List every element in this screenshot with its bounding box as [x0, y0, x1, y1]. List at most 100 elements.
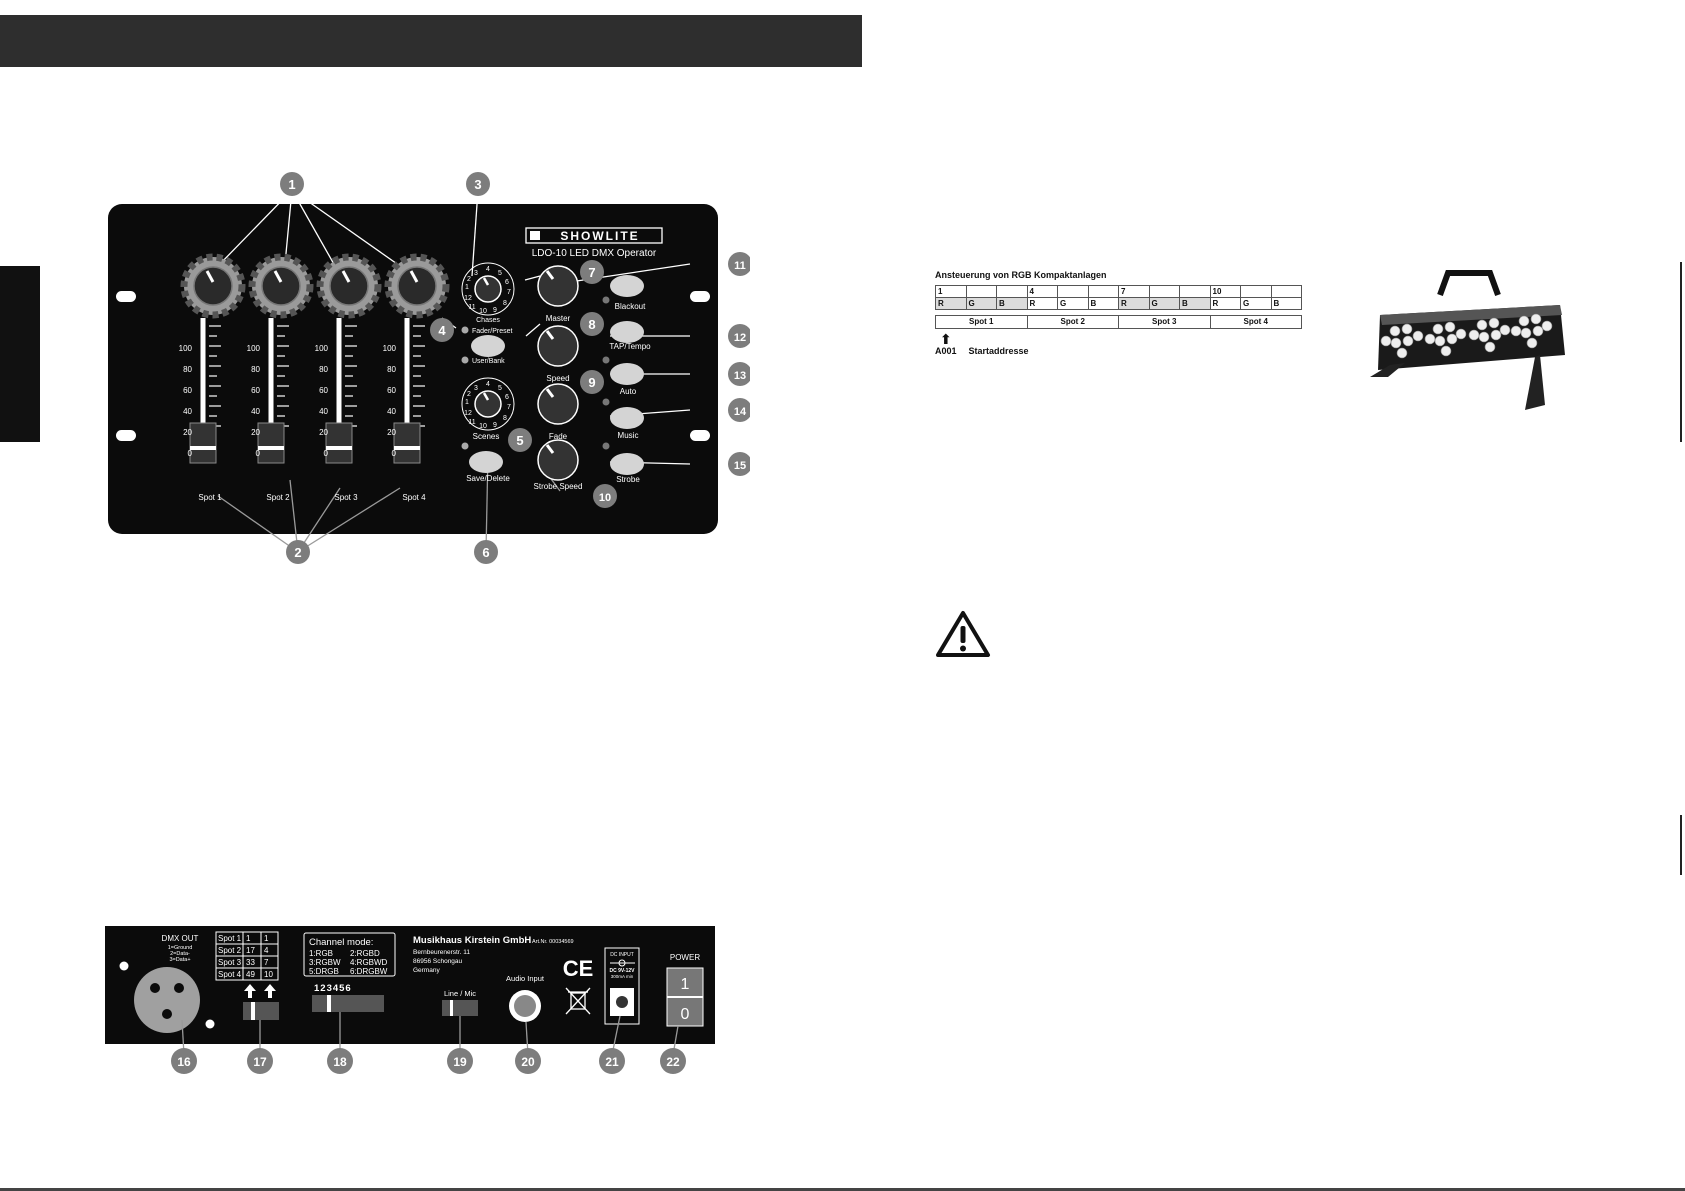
- channel-cell: [997, 286, 1028, 298]
- svg-text:86956 Schongau: 86956 Schongau: [413, 958, 463, 965]
- channel-cell: 10: [1210, 286, 1241, 298]
- blackout-button[interactable]: [610, 275, 644, 297]
- scale-label: 0: [324, 449, 329, 458]
- spot-cell: Spot 1: [936, 316, 1028, 329]
- svg-text:Germany: Germany: [413, 967, 440, 974]
- svg-text:Spot 1: Spot 1: [218, 934, 242, 943]
- scale-label: 60: [183, 386, 192, 395]
- channel-mode-box: [303, 932, 396, 977]
- fader-spot-3[interactable]: [325, 318, 357, 464]
- user-bank-label: User/Bank: [472, 358, 505, 365]
- dmx-out-label: DMX OUT: [162, 934, 199, 943]
- callout-21: 21: [605, 1055, 619, 1069]
- svg-text:17: 17: [246, 946, 255, 955]
- scenes-label: Scenes: [473, 432, 500, 441]
- scale-label: 20: [387, 428, 396, 437]
- save-delete-label: Save/Delete: [466, 474, 510, 483]
- power-switch[interactable]: 1 0: [666, 967, 704, 1027]
- page-edge-line: [1680, 815, 1682, 875]
- color-cell: R: [1119, 298, 1150, 310]
- spot-knob-2[interactable]: [252, 257, 310, 315]
- svg-text:9: 9: [493, 422, 497, 429]
- rgb-table-title: Ansteuerung von RGB Kompaktanlagen: [935, 270, 1107, 280]
- scale-label: 80: [251, 365, 260, 374]
- spot-mode-switch[interactable]: [243, 1002, 279, 1020]
- page-edge-line: [1680, 262, 1682, 442]
- fader-spot-4[interactable]: [393, 318, 425, 464]
- strobe-speed-knob[interactable]: [536, 438, 580, 482]
- svg-text:3=Data+: 3=Data+: [169, 957, 190, 963]
- up-arrow-icon: ⬆: [940, 331, 952, 347]
- dc-input-jack[interactable]: [610, 988, 634, 1016]
- callout-17: 17: [253, 1055, 267, 1069]
- music-button[interactable]: [610, 407, 644, 429]
- auto-led: [602, 356, 610, 364]
- rear-panel-svg: DMX OUT 1=Ground 2=Data- 3=Data+ Spot 1 1…: [105, 926, 715, 1074]
- channel-cell: 4: [1027, 286, 1058, 298]
- channel-cell: [1088, 286, 1119, 298]
- speed-knob[interactable]: [536, 324, 580, 368]
- scale-label: 80: [319, 365, 328, 374]
- scale-label: 0: [392, 449, 397, 458]
- svg-text:Bernbeurenerstr. 11: Bernbeurenerstr. 11: [413, 949, 470, 956]
- scale-label: 80: [387, 365, 396, 374]
- spot-cell: Spot 2: [1027, 316, 1119, 329]
- rear-panel-figure: DMX OUT 1=Ground 2=Data- 3=Data+ Spot 1 1…: [100, 920, 740, 1095]
- scale-label: 0: [256, 449, 261, 458]
- spot-label-4: Spot 4: [402, 493, 426, 502]
- color-cell: R: [1210, 298, 1241, 310]
- dc-input-box: [604, 947, 640, 1025]
- scale-label: 100: [179, 344, 193, 353]
- master-knob[interactable]: [536, 264, 580, 308]
- channel-cell: [966, 286, 997, 298]
- start-address-label: Startaddresse: [968, 346, 1029, 356]
- scale-label: 60: [251, 386, 260, 395]
- scale-label: 40: [183, 407, 192, 416]
- channel-cell: [1271, 286, 1302, 298]
- fader-preset-user-bank-button[interactable]: [471, 335, 505, 357]
- audio-input-jack[interactable]: [509, 990, 541, 1022]
- svg-text:8: 8: [503, 415, 507, 422]
- svg-text:1: 1: [264, 934, 269, 943]
- scene-dial[interactable]: 3 4 5 6 7 8 9 10 11 12 1 2: [461, 377, 515, 431]
- svg-text:2: 2: [467, 391, 471, 398]
- channel-cell: 7: [1119, 286, 1150, 298]
- channel-cell: 1: [936, 286, 967, 298]
- channel-mode-title: Channel mode:: [309, 937, 373, 948]
- fader-spot-2[interactable]: [257, 318, 289, 464]
- dmx-out-connector[interactable]: [134, 967, 200, 1033]
- svg-text:1=Ground: 1=Ground: [168, 945, 193, 951]
- fade-label: Fade: [549, 432, 568, 441]
- chase-dial[interactable]: 3 4 5 6 7 8 9 10 11 12 1 2: [461, 262, 515, 316]
- svg-text:7: 7: [507, 289, 511, 296]
- callout-3: 3: [474, 177, 481, 192]
- speed-label: Speed: [546, 374, 569, 383]
- scale-label: 20: [183, 428, 192, 437]
- strobe-label: Strobe: [616, 475, 640, 484]
- svg-text:1: 1: [465, 284, 469, 291]
- channel-mode-dip-switch[interactable]: [312, 995, 384, 1012]
- callout-9: 9: [588, 375, 595, 390]
- spot-knob-4[interactable]: [388, 257, 446, 315]
- scale-label: 40: [251, 407, 260, 416]
- spot-cell: Spot 4: [1210, 316, 1302, 329]
- save-delete-button[interactable]: [469, 451, 503, 473]
- line-mic-switch[interactable]: [442, 1000, 478, 1016]
- svg-text:49: 49: [246, 970, 255, 979]
- svg-text:2=Data-: 2=Data-: [170, 951, 190, 957]
- side-tab: [0, 266, 40, 442]
- color-cell: G: [1149, 298, 1180, 310]
- fade-knob[interactable]: [536, 382, 580, 426]
- color-cell: B: [997, 298, 1028, 310]
- svg-text:1:RGB: 1:RGB: [309, 949, 333, 958]
- svg-text:11: 11: [468, 304, 475, 311]
- tap-tempo-button[interactable]: [610, 321, 644, 343]
- spot-knob-1[interactable]: [184, 257, 242, 315]
- svg-text:0: 0: [681, 1006, 690, 1023]
- fader-spot-1[interactable]: [189, 318, 221, 464]
- spot-knob-3[interactable]: [320, 257, 378, 315]
- auto-button[interactable]: [610, 363, 644, 385]
- strobe-button[interactable]: [610, 453, 644, 475]
- svg-text:6:DRGBW: 6:DRGBW: [350, 967, 388, 976]
- spot-label-2: Spot 2: [266, 493, 290, 502]
